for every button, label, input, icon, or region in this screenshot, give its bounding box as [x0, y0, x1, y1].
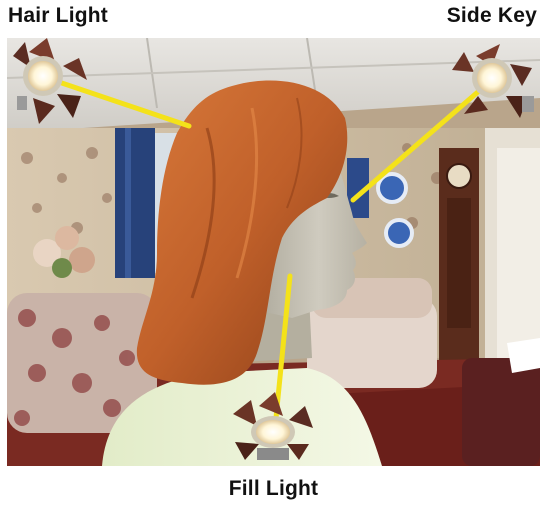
hair-light-label: Hair Light — [8, 4, 108, 28]
lighting-scene — [7, 38, 540, 466]
side-key-label: Side Key — [447, 4, 537, 28]
fill-light-label: Fill Light — [0, 477, 547, 501]
